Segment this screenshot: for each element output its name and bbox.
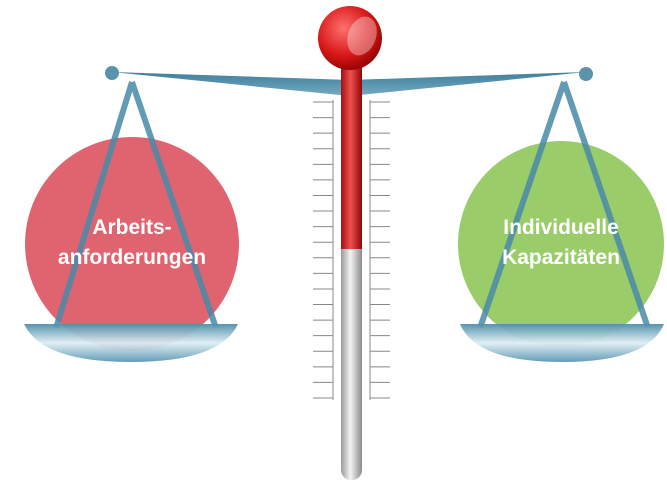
left-circle-label-line1: Arbeits- <box>92 216 171 239</box>
left-weight-circle <box>25 137 239 351</box>
thermometer-ticks-left <box>313 101 333 399</box>
thermometer-bulb-highlight <box>347 16 377 56</box>
left-circle-label-line2: anforderungen <box>58 246 206 269</box>
right-circle-label-line2: Kapazitäten <box>502 246 620 269</box>
left-beam-knob <box>105 66 119 80</box>
right-pan-strings <box>477 81 651 329</box>
right-scale-pan <box>460 324 664 362</box>
right-weight-circle <box>458 141 664 347</box>
thermometer-mercury <box>341 60 362 249</box>
right-beam-knob <box>579 67 593 81</box>
thermometer-bulb <box>318 6 382 70</box>
left-pan-strings <box>53 81 219 329</box>
thermometer-ticks-right <box>370 101 390 399</box>
right-circle-label-line1: Individuelle <box>503 216 619 239</box>
left-scale-pan <box>24 324 238 362</box>
